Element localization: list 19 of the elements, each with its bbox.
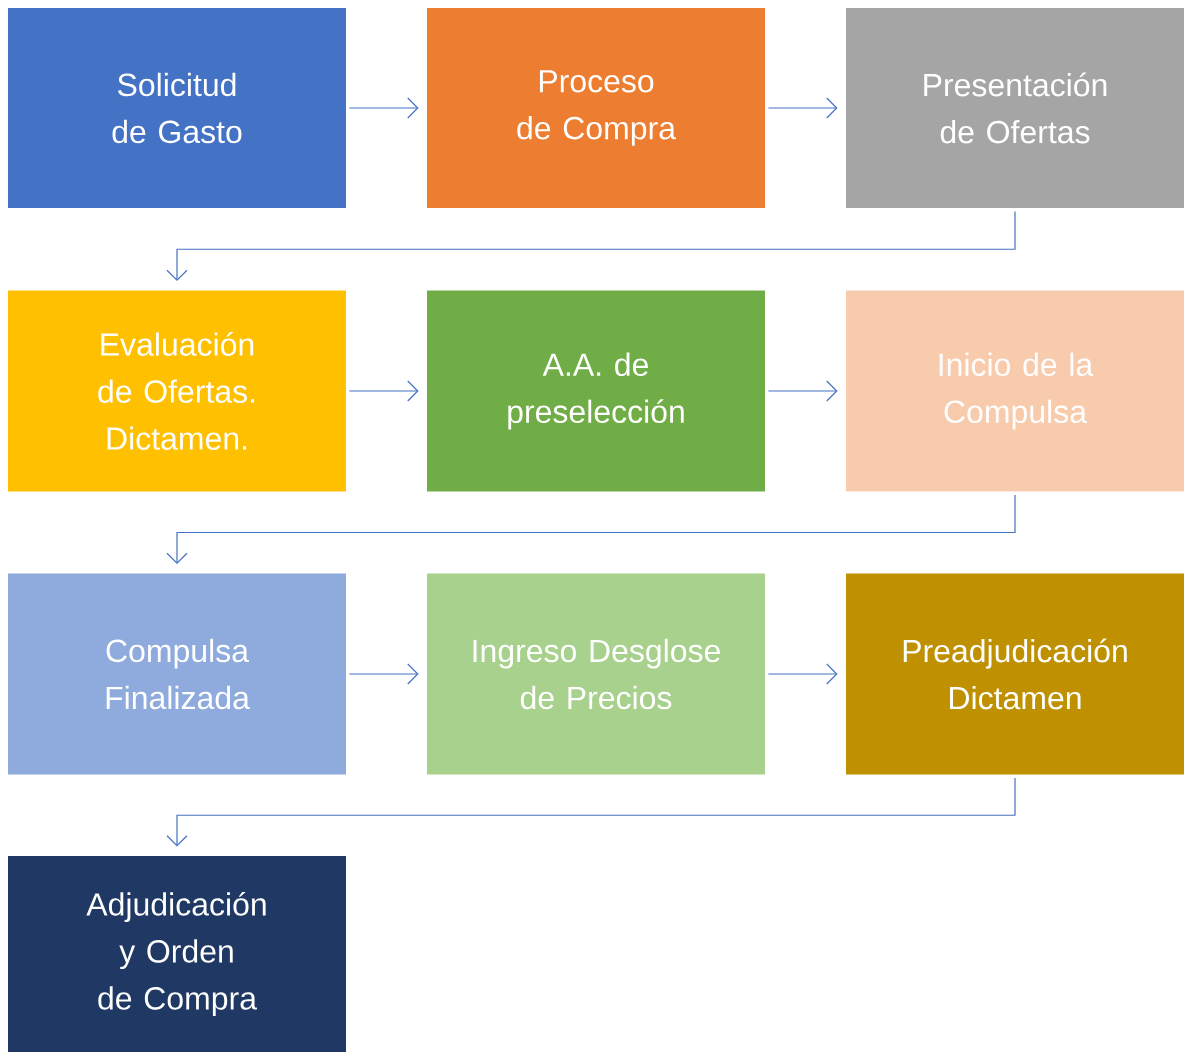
process-box: Inicio de la Compulsa (846, 290, 1184, 492)
arrow (767, 380, 838, 402)
arrow (348, 663, 419, 685)
process-box: Solicitud de Gasto (8, 8, 346, 208)
arrow (348, 380, 419, 402)
process-box: A.A. de preselección (427, 290, 765, 492)
arrow (348, 97, 419, 119)
process-box: Compulsa Finalizada (8, 573, 346, 775)
arrow (767, 97, 838, 119)
process-box: Ingreso Desglose de Precios (427, 573, 765, 775)
process-box: Proceso de Compra (427, 8, 765, 208)
arrow (166, 494, 1016, 565)
process-box: Adjudicación y Orden de Compra (8, 856, 346, 1052)
process-box: Evaluación de Ofertas. Dictamen. (8, 290, 346, 492)
arrow (166, 777, 1016, 847)
arrow (767, 663, 838, 685)
process-box: Presentación de Ofertas (846, 8, 1184, 208)
arrow (166, 210, 1016, 282)
process-box: Preadjudicación Dictamen (846, 573, 1184, 775)
